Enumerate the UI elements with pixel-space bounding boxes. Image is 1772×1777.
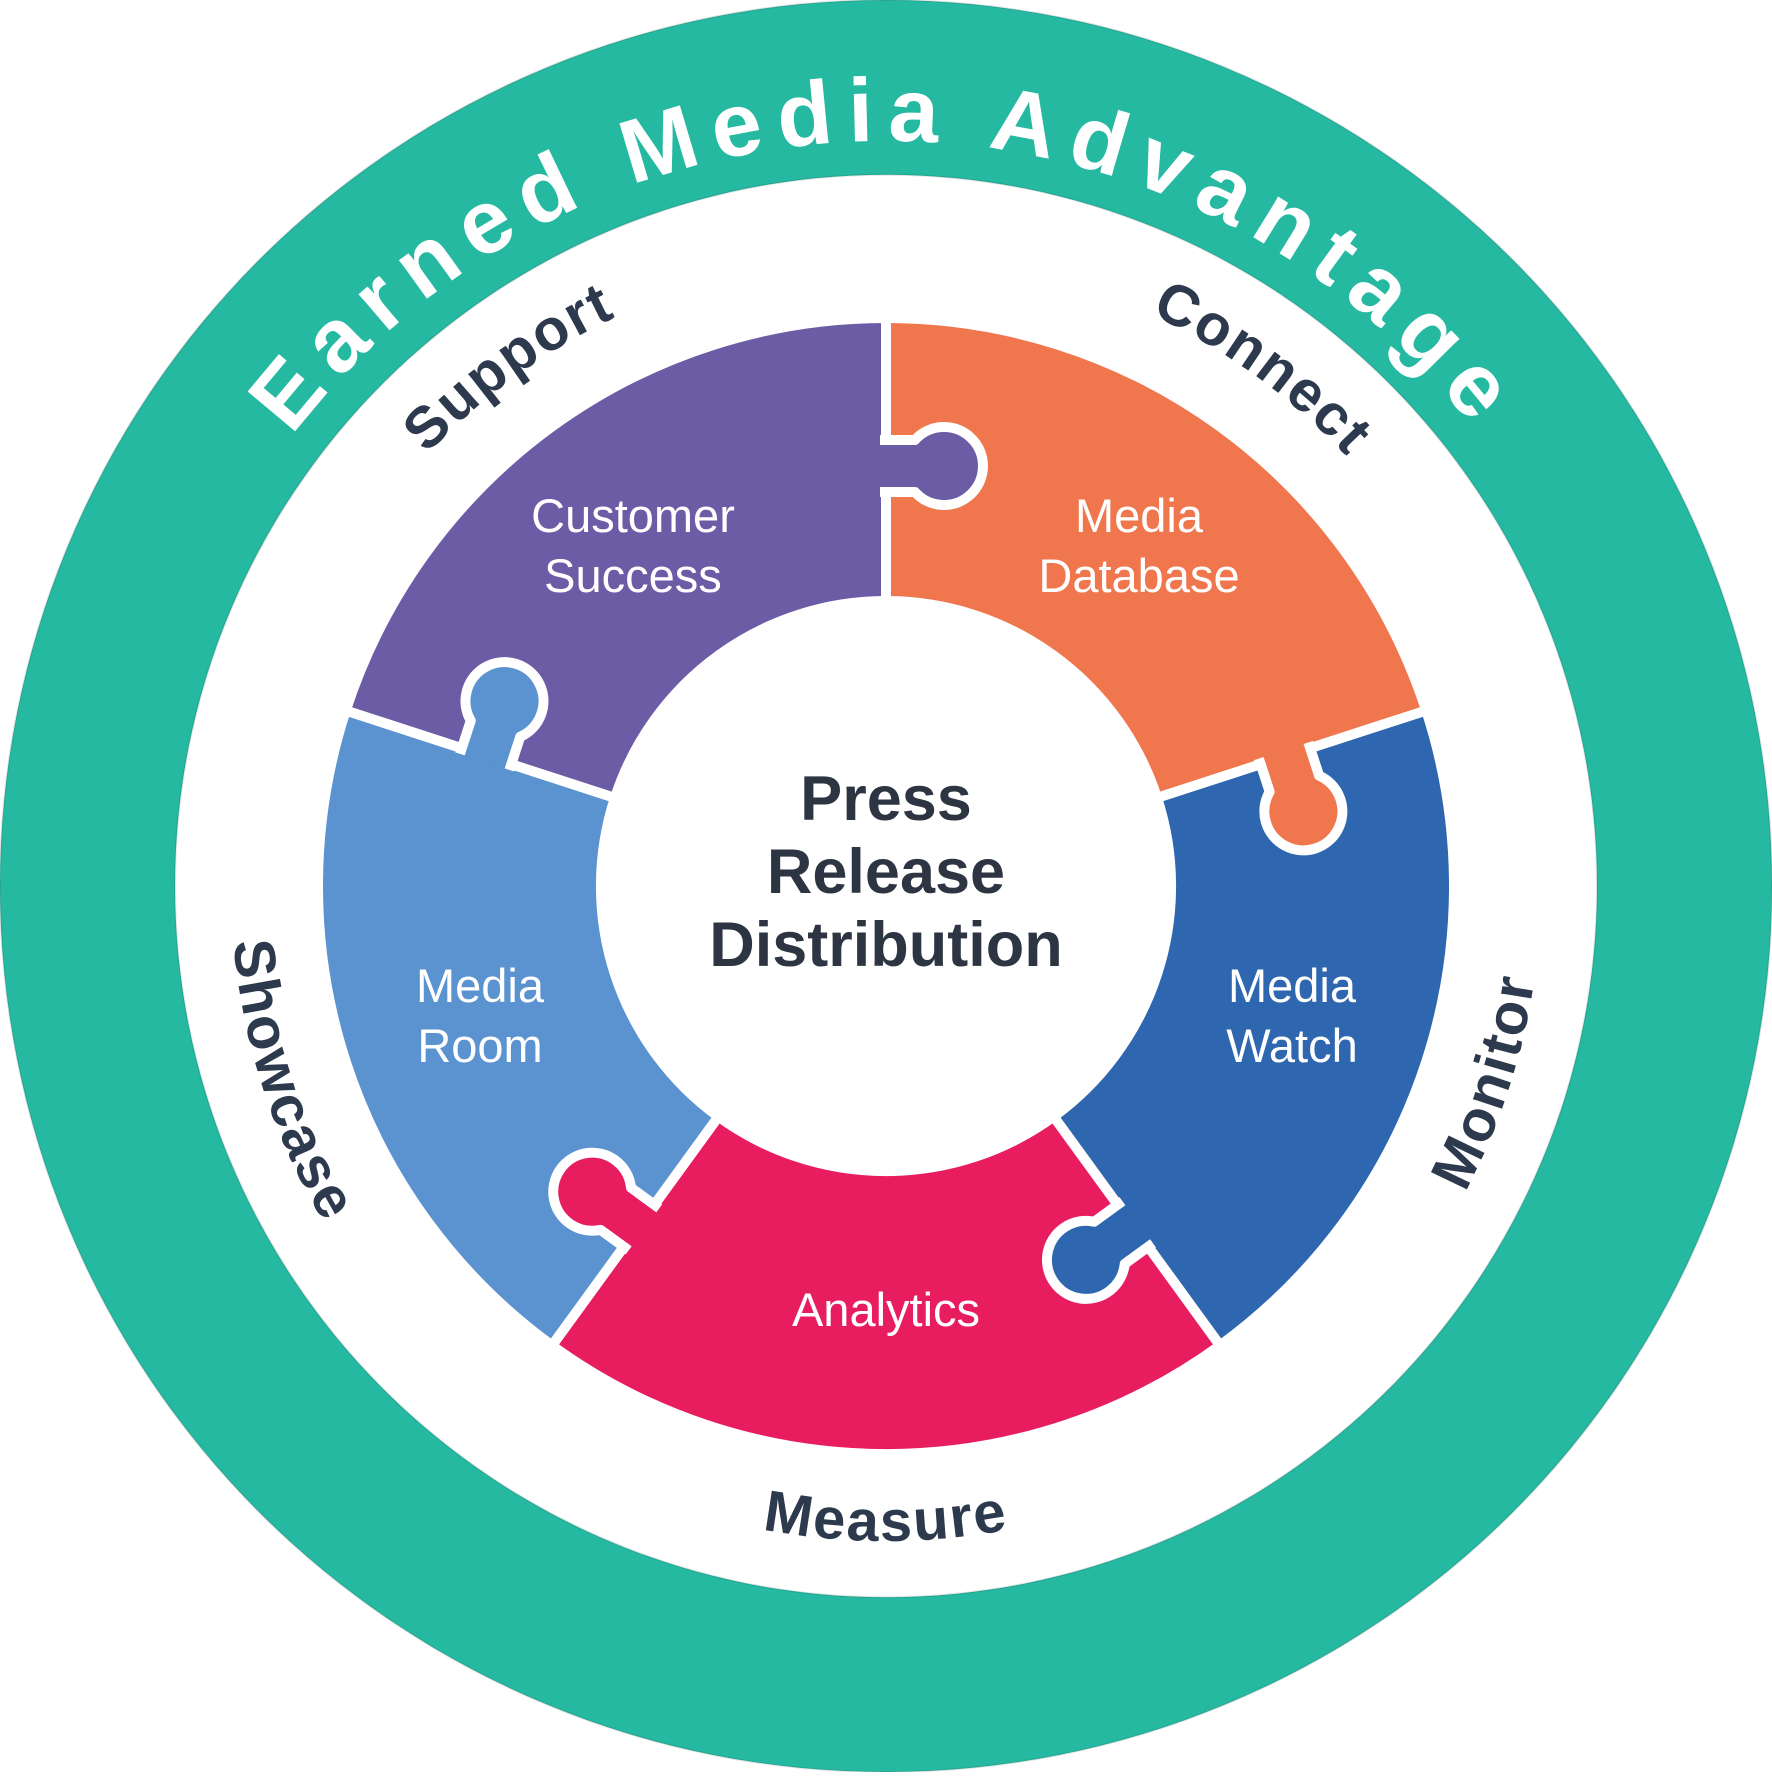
center-circle — [601, 601, 1171, 1171]
segment-analytics — [547, 1111, 1225, 1460]
segment-label-analytics: Analytics — [792, 1283, 980, 1336]
segment-label-customer-success-line2: Success — [544, 549, 722, 602]
stage-label-measure-text: Measure — [760, 1478, 1010, 1554]
puzzle-knob-analytics — [548, 1147, 663, 1255]
center-text-line1: Press — [800, 764, 972, 834]
segment-label-media-room-line2: Room — [417, 1019, 542, 1072]
center-text-line2: Release — [767, 837, 1005, 907]
puzzle-knob-media-database — [1254, 740, 1348, 856]
center-text: Press Release Distribution — [709, 764, 1062, 980]
segment-labels: Customer Success Media Database Media Wa… — [416, 489, 1358, 1336]
segment-label-media-database-line2: Database — [1038, 549, 1239, 602]
segment-label-customer-success-line1: Customer — [531, 489, 735, 542]
center-text-line3: Distribution — [709, 910, 1062, 980]
stage-label-measure: Measure — [760, 1478, 1012, 1554]
segment-label-media-watch-line2: Watch — [1226, 1019, 1357, 1072]
puzzle-knob-customer-success — [880, 422, 988, 510]
puzzle-knob-media-room — [455, 657, 549, 772]
segment-label-media-room-line1: Media — [416, 959, 545, 1012]
segment-label-media-database-line1: Media — [1075, 489, 1204, 542]
puzzle-knob-media-watch — [1042, 1197, 1156, 1304]
segment-media-watch — [1048, 705, 1460, 1351]
segment-label-media-watch-line1: Media — [1228, 959, 1357, 1012]
